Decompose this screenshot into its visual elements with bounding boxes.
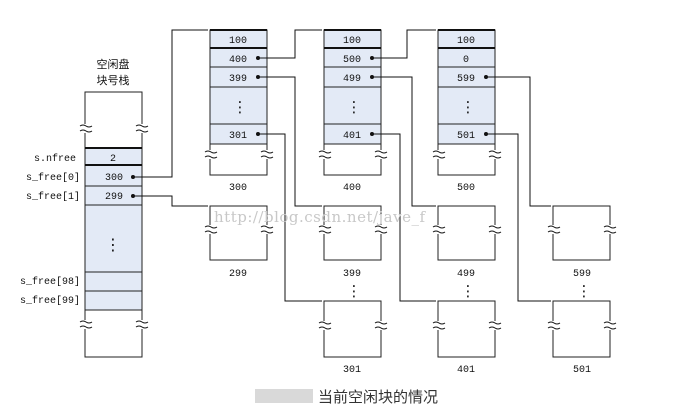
stack-title-line1: 空闲盘 (97, 57, 130, 71)
block-599-label: 599 (573, 269, 591, 280)
dots-599-501: ⋮ (577, 283, 592, 300)
arrow-500-to-501 (486, 133, 551, 302)
block-301-label: 301 (343, 365, 361, 376)
group-300-cell-1: 400 (229, 55, 247, 66)
block-499: 499 (432, 205, 502, 280)
pointer-lines (133, 29, 551, 302)
block-401: 401 (432, 300, 502, 376)
arrow-300-to-301 (258, 133, 322, 302)
group-400-label: 400 (343, 183, 361, 194)
block-401-label: 401 (457, 365, 475, 376)
dots-499-401: ⋮ (461, 283, 476, 300)
arrow-400-to-401 (372, 133, 436, 302)
arrow-free0-to-300 (133, 29, 208, 178)
group-500-cell-4: 501 (457, 131, 475, 142)
group-300-cell-3: ⋮ (233, 99, 248, 116)
stack-label-free98: s_free[98] (20, 276, 80, 288)
group-400-cell-2: 499 (343, 74, 361, 85)
block-501: 501 (547, 300, 617, 376)
stack-cell-free98 (84, 271, 143, 292)
dots-399-301: ⋮ (347, 283, 362, 300)
arrow-400-to-499 (372, 76, 436, 207)
stack-free1-value: 299 (105, 192, 123, 203)
stack-label-nfree: s.nfree (34, 153, 76, 165)
stack-free0-value: 300 (105, 173, 123, 184)
stack-cell-free99 (84, 290, 143, 311)
stack-label-free99: s_free[99] (20, 295, 80, 307)
block-399-label: 399 (343, 269, 361, 280)
block-301: 301 (318, 300, 388, 376)
group-block-400: 100 500 499 ⋮ 401 400 (318, 29, 388, 194)
stack-cell-middle (84, 204, 143, 273)
group-500-cell-2: 599 (457, 74, 475, 85)
stack-title-line2: 块号栈 (97, 73, 130, 87)
arrow-300-to-399 (258, 76, 322, 207)
figure-caption: 当前空闲块的情况 (318, 388, 438, 406)
group-300-cell-4: 301 (229, 131, 247, 142)
arrow-300-to-400 (258, 29, 322, 59)
group-block-300: 100 400 399 ⋮ 301 300 (204, 29, 274, 194)
block-299: 299 (204, 205, 274, 280)
block-399: 399 (318, 205, 388, 280)
stack-label-free0: s_free[0] (26, 172, 80, 184)
watermark: http://blog.csdn.net/jave_f (214, 208, 426, 226)
group-400-cell-3: ⋮ (347, 99, 362, 116)
group-300-cell-0: 100 (229, 36, 247, 47)
block-599: 599 (547, 205, 617, 280)
group-300-label: 300 (229, 183, 247, 194)
stack-label-free1: s_free[1] (26, 191, 80, 203)
block-299-label: 299 (229, 269, 247, 280)
group-400-cell-0: 100 (343, 36, 361, 47)
arrow-500-to-599 (486, 76, 551, 207)
arrow-free1-to-299 (133, 195, 208, 207)
group-400-cell-1: 500 (343, 55, 361, 66)
group-500-cell-3: ⋮ (461, 99, 476, 116)
redacted-caption-prefix (255, 389, 313, 403)
block-501-label: 501 (573, 365, 591, 376)
group-300-cell-2: 399 (229, 74, 247, 85)
group-500-label: 500 (457, 183, 475, 194)
stack-nfree-value: 2 (110, 154, 116, 165)
arrow-400-to-500 (372, 29, 436, 59)
block-499-label: 499 (457, 269, 475, 280)
group-400-cell-4: 401 (343, 131, 361, 142)
free-block-stack: 空闲盘 块号栈 2 300 299 ⋮ s.nfree s_free[0] s_… (20, 57, 149, 358)
group-500-cell-1: 0 (463, 55, 469, 66)
stack-dots: ⋮ (105, 237, 121, 254)
group-block-500: 100 0 599 ⋮ 501 500 (432, 29, 502, 194)
group-500-cell-0: 100 (457, 36, 475, 47)
